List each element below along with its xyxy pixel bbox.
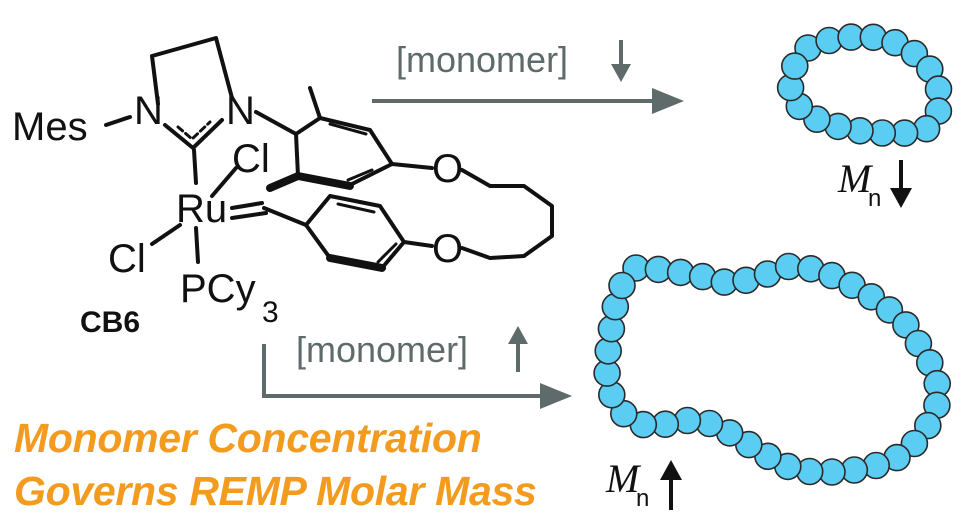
reaction-arrow-bottom-head bbox=[540, 383, 572, 409]
condition-high-text: [monomer] bbox=[296, 329, 468, 370]
large-cyclic-polymer bbox=[593, 252, 952, 486]
carbene-ch-bond bbox=[262, 206, 308, 227]
aryl-o2-bond bbox=[402, 240, 434, 248]
mes-label: Mes bbox=[12, 105, 88, 149]
headline-line-2: Governs REMP Molar Mass bbox=[14, 468, 537, 514]
chloride-top: Cl bbox=[232, 137, 270, 181]
small-cyclic-polymer bbox=[776, 23, 953, 147]
up-arrow-icon bbox=[508, 326, 528, 372]
aryl-o-bond bbox=[390, 162, 434, 170]
lower-aryl-wedge bbox=[326, 254, 386, 272]
phosphine-label: PCy bbox=[180, 267, 256, 311]
reaction-arrow-bottom-shaft bbox=[262, 344, 550, 398]
high-concentration-pathway: [monomer] bbox=[262, 326, 572, 409]
methyl-left bbox=[266, 172, 302, 192]
nhc-double-bond bbox=[176, 120, 212, 141]
condition-low-text: [monomer] bbox=[396, 39, 568, 80]
nitrogen-left: N bbox=[134, 89, 163, 133]
mn-small-sub: n bbox=[868, 185, 881, 212]
phosphine-subscript: 3 bbox=[262, 296, 279, 329]
catalyst-name: CB6 bbox=[80, 306, 140, 339]
alkyl-tether bbox=[460, 168, 554, 260]
up-arrow-icon bbox=[660, 460, 682, 510]
down-arrow-icon bbox=[890, 160, 912, 208]
polymer-bead bbox=[780, 52, 809, 80]
ru-carbene-bond-1 bbox=[230, 201, 264, 210]
mn-large-sub: n bbox=[636, 485, 649, 512]
low-concentration-pathway: [monomer] bbox=[372, 39, 684, 114]
mn-large-m: M bbox=[605, 456, 642, 501]
chloride-left: Cl bbox=[108, 237, 146, 281]
nitrogen-right: N bbox=[226, 89, 255, 133]
ruthenium-label: Ru bbox=[176, 187, 227, 231]
upper-aryl-wedge bbox=[294, 172, 354, 190]
mes-bond bbox=[104, 115, 132, 127]
oxygen-top: O bbox=[432, 147, 463, 191]
headline-line-1: Monomer Concentration bbox=[14, 415, 482, 461]
ru-cl-left-bond bbox=[150, 223, 182, 246]
mn-large-label: M n bbox=[605, 456, 682, 512]
n-aryl-bond bbox=[254, 110, 298, 136]
ru-carbene-bond-2 bbox=[230, 211, 268, 220]
catalyst-structure bbox=[104, 36, 554, 272]
ru-nhc-bond bbox=[192, 148, 198, 185]
polymer-bead bbox=[608, 271, 636, 300]
mn-small-label: M n bbox=[837, 156, 912, 212]
reaction-arrow-top-head bbox=[652, 88, 684, 114]
nhc-ring bbox=[150, 36, 234, 150]
methyl-top bbox=[308, 86, 322, 120]
ru-cl-top-bond bbox=[210, 166, 238, 198]
oxygen-bottom: O bbox=[432, 227, 463, 271]
mn-small-m: M bbox=[837, 156, 874, 201]
ru-p-bond bbox=[194, 226, 200, 264]
down-arrow-icon bbox=[611, 40, 631, 82]
